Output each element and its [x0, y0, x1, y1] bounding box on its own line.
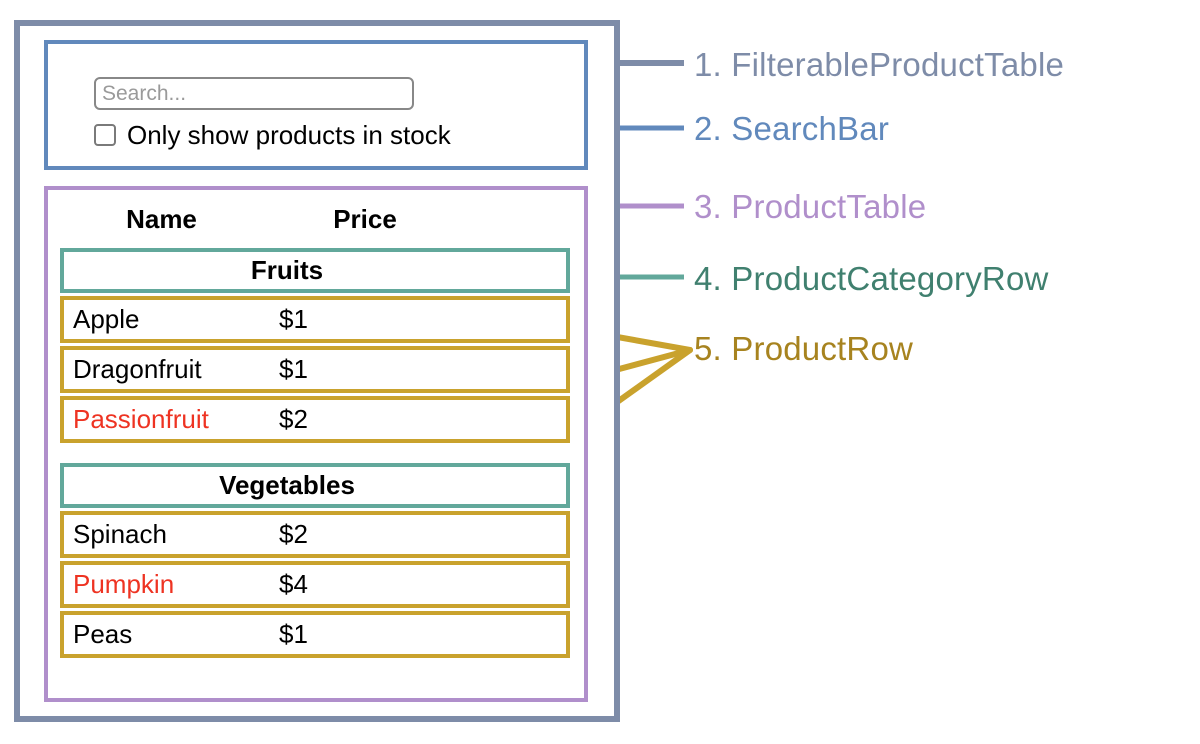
- legend-label-product-table: 3. ProductTable: [694, 188, 927, 225]
- product-price: $1: [279, 304, 308, 334]
- product-table-header-row: Name Price: [48, 196, 584, 242]
- in-stock-checkbox[interactable]: [94, 124, 116, 146]
- product-price: $2: [279, 404, 308, 434]
- product-table-body: Fruits Apple $1 Dragonfruit $1 Passionfr…: [60, 248, 570, 661]
- product-category-row: Fruits: [60, 248, 570, 293]
- product-name: Dragonfruit: [73, 354, 202, 384]
- category-spacer: [60, 446, 570, 463]
- legend-label-filterable-product-table: 1. FilterableProductTable: [694, 46, 1065, 83]
- product-category-label: Fruits: [250, 255, 324, 285]
- product-row: Passionfruit $2: [60, 396, 570, 443]
- product-category-row: Vegetables: [60, 463, 570, 508]
- product-price: $2: [279, 519, 308, 549]
- legend-label-product-row: 5. ProductRow: [694, 330, 914, 367]
- product-name: Peas: [73, 619, 133, 649]
- product-name: Apple: [73, 304, 140, 334]
- product-row: Pumpkin $4: [60, 561, 570, 608]
- product-row: Dragonfruit $1: [60, 346, 570, 393]
- in-stock-checkbox-label: Only show products in stock: [127, 120, 451, 150]
- product-price: $1: [279, 354, 308, 384]
- product-name: Pumpkin: [73, 569, 175, 599]
- product-category-label: Vegetables: [219, 470, 355, 500]
- legend-label-product-category-row: 4. ProductCategoryRow: [694, 260, 1049, 297]
- product-price: $4: [279, 569, 308, 599]
- product-row: Apple $1: [60, 296, 570, 343]
- in-stock-filter[interactable]: Only show products in stock: [94, 122, 451, 148]
- search-input[interactable]: [94, 77, 414, 110]
- search-bar: Only show products in stock: [44, 40, 588, 170]
- product-price: $1: [279, 619, 308, 649]
- product-row: Spinach $2: [60, 511, 570, 558]
- product-name: Passionfruit: [73, 404, 209, 434]
- product-row: Peas $1: [60, 611, 570, 658]
- column-header-price: Price: [333, 203, 397, 234]
- legend-label-search-bar: 2. SearchBar: [694, 110, 890, 147]
- column-header-name: Name: [126, 203, 197, 234]
- product-name: Spinach: [73, 519, 167, 549]
- product-table: Name Price Fruits Apple $1 Dragonfruit $…: [44, 186, 588, 702]
